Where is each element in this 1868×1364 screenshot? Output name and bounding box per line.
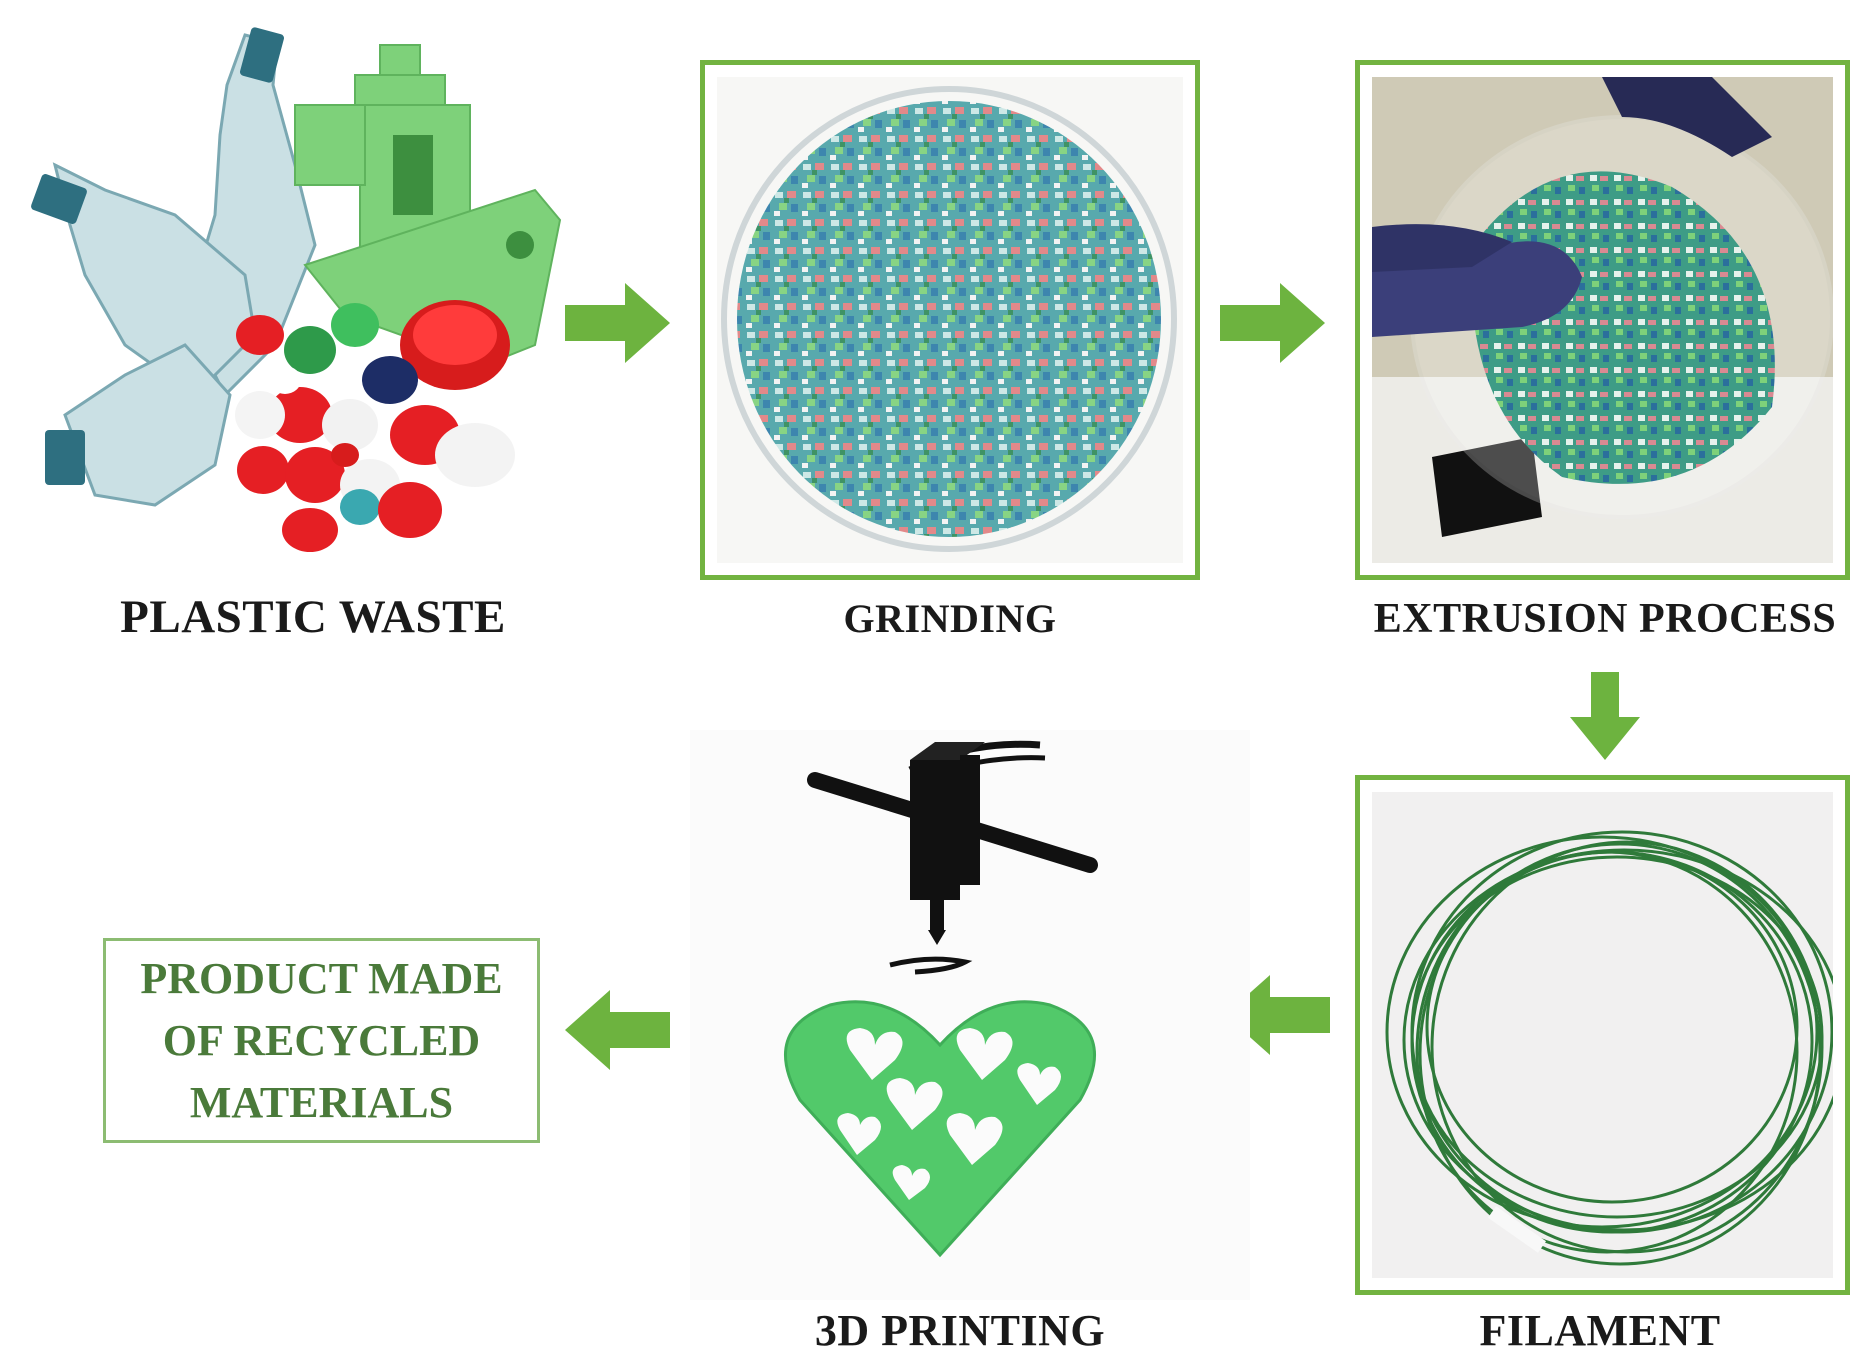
- arrow-right-icon: [1220, 283, 1325, 363]
- extrusion-frame: [1355, 60, 1850, 580]
- label-plastic-waste: PLASTIC WASTE: [120, 591, 506, 643]
- printing-image: [690, 730, 1250, 1300]
- label-filament: FILAMENT: [1479, 1306, 1721, 1355]
- arrow-down-icon: [1570, 672, 1640, 760]
- arrow-right-icon: [565, 283, 670, 363]
- filament-image: [1372, 792, 1833, 1278]
- extrusion-image: [1372, 77, 1833, 563]
- filament-frame: [1355, 775, 1850, 1295]
- product-box: PRODUCT MADE OF RECYCLED MATERIALS: [103, 938, 540, 1143]
- label-3d-printing: 3D PRINTING: [814, 1306, 1106, 1355]
- plastic-waste-image: [15, 15, 570, 555]
- product-text-line-2: OF RECYCLED: [162, 1015, 481, 1065]
- product-text-line-1: PRODUCT MADE: [140, 953, 503, 1003]
- arrow-left-icon: [1225, 975, 1330, 1055]
- label-grinding: GRINDING: [843, 596, 1057, 641]
- arrow-left-icon: [565, 990, 670, 1070]
- product-text-line-3: MATERIALS: [189, 1077, 454, 1127]
- grinding-frame: [700, 60, 1200, 580]
- grinding-image: [717, 77, 1183, 563]
- label-extrusion-process: EXTRUSION PROCESS: [1373, 596, 1837, 642]
